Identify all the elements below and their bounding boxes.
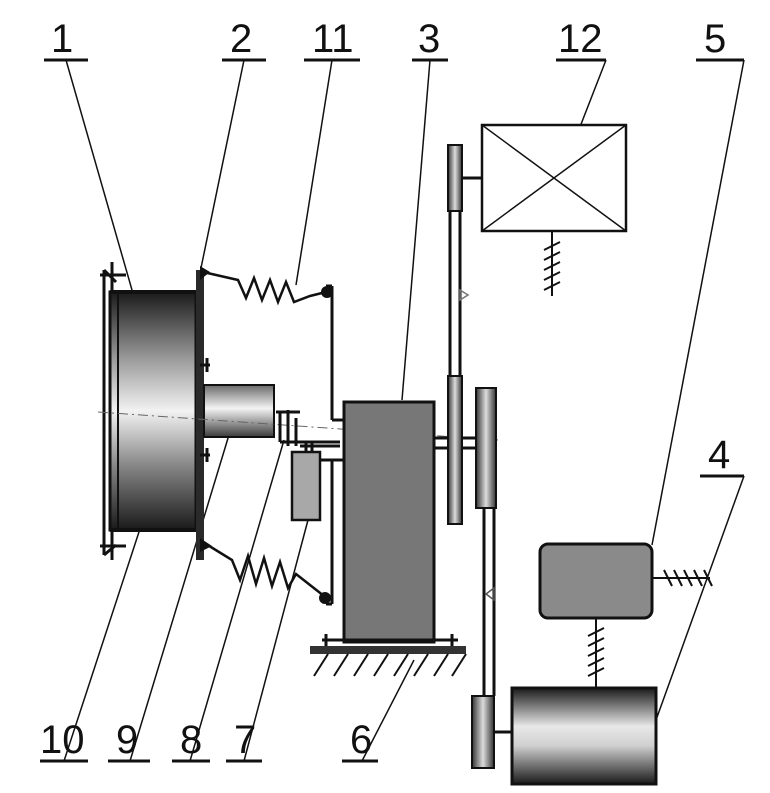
leader-lines — [40, 58, 745, 763]
plate — [196, 270, 210, 560]
load-block — [290, 442, 322, 522]
label-2: 2 — [230, 17, 252, 61]
gearbox — [342, 400, 480, 644]
label-1: 1 — [51, 17, 73, 61]
spring-icon — [587, 618, 605, 688]
foundation — [310, 634, 467, 677]
spring-icon — [652, 569, 713, 587]
part-labels: 1 2 11 3 12 5 4 10 9 8 7 6 — [40, 17, 730, 762]
label-11: 11 — [312, 17, 354, 61]
spring-icon — [202, 270, 327, 306]
label-5: 5 — [704, 17, 726, 61]
unit-12 — [480, 123, 628, 296]
label-4: 4 — [708, 433, 730, 477]
label-6: 6 — [350, 718, 372, 762]
label-8: 8 — [180, 718, 202, 762]
label-9: 9 — [116, 718, 138, 762]
springs — [200, 266, 346, 606]
label-10: 10 — [40, 718, 85, 762]
label-3: 3 — [418, 17, 440, 61]
lower-belt-drive — [471, 387, 512, 769]
spring-icon — [205, 542, 325, 597]
electric-motor-icon — [510, 686, 658, 786]
coupling — [276, 410, 340, 448]
label-12: 12 — [558, 17, 603, 61]
upper-belt-drive — [447, 144, 482, 525]
unit-5 — [538, 542, 713, 688]
label-7: 7 — [234, 718, 256, 762]
shaft — [203, 384, 275, 438]
drum — [100, 262, 198, 560]
spring-icon — [543, 231, 561, 296]
ground-hatch-icon — [313, 653, 467, 677]
